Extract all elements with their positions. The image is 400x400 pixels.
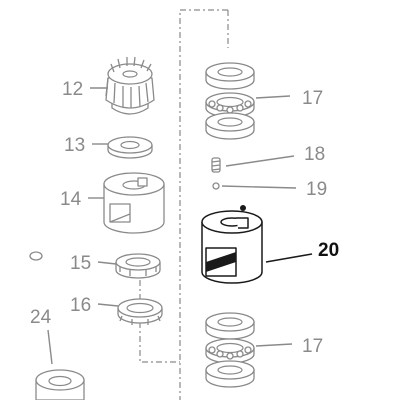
- part-15-slotted-nut: [115, 253, 161, 279]
- part-12-bevel-gear: [105, 56, 155, 115]
- callout-labels: 12 13 14 15 16 24 17 18 19 20 17: [30, 79, 339, 357]
- part-13-washer: [107, 136, 153, 159]
- callout-24: 24: [30, 307, 52, 328]
- callout-14: 14: [60, 189, 82, 210]
- part-16-lock-washer: [117, 298, 163, 325]
- callout-18: 18: [304, 144, 325, 165]
- callout-17-top: 17: [302, 88, 323, 109]
- callout-15: 15: [70, 253, 91, 274]
- leader-lines: [88, 87, 313, 347]
- callout-20: 20: [318, 240, 339, 261]
- part-18-set-screw: [211, 157, 221, 173]
- callout-19: 19: [306, 179, 327, 200]
- part-19-ball: [212, 182, 220, 190]
- assembly-bracket: [139, 9, 229, 400]
- callout-13: 13: [64, 135, 85, 156]
- callout-17-bottom: 17: [302, 336, 323, 357]
- callout-12: 12: [62, 79, 83, 100]
- part-14-bushing: [103, 172, 165, 234]
- part-17-thrust-bearing-top: [205, 62, 255, 140]
- part-20-housing: [201, 205, 263, 284]
- callout-16: 16: [70, 295, 91, 316]
- part-24-component: [29, 251, 85, 400]
- part-17-thrust-bearing-bottom: [205, 312, 255, 388]
